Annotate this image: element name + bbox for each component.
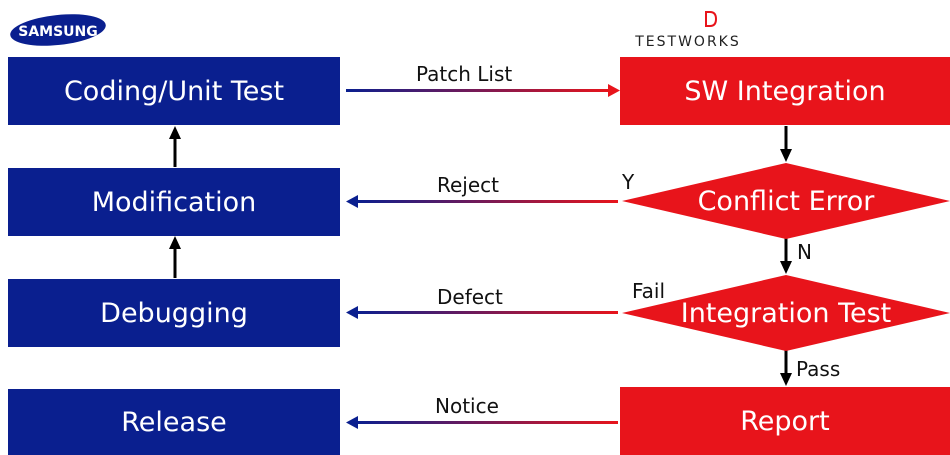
- patch-list-label: Patch List: [416, 62, 513, 86]
- yes-label: Y: [622, 170, 635, 194]
- integration-test-to-report-arrow: [780, 350, 792, 386]
- modification-label: Modification: [91, 186, 257, 218]
- release-label: Release: [121, 406, 227, 438]
- notice-arrow: [346, 416, 618, 429]
- coding-unit-test-label: Coding/Unit Test: [63, 75, 285, 107]
- report-label: Report: [740, 405, 830, 437]
- defect-arrow: [346, 306, 618, 319]
- reject-arrow: [346, 195, 618, 208]
- no-label: N: [797, 240, 812, 264]
- integration-test-diamond: [622, 275, 950, 351]
- coding-unit-test-box: Coding/Unit Test: [8, 57, 340, 125]
- sw-integration-box: SW Integration: [620, 57, 950, 125]
- testworks-logo-text: TESTWORKS: [634, 34, 741, 50]
- testworks-logo: TESTWORKS: [634, 11, 741, 50]
- conflict-to-integration-test-arrow: [780, 238, 792, 274]
- conflict-error-diamond: [622, 163, 950, 239]
- debugging-box: Debugging: [8, 279, 340, 347]
- patch-list-arrow: [346, 84, 620, 97]
- reject-label: Reject: [437, 173, 500, 197]
- integration-test-label: Integration Test: [680, 297, 892, 329]
- modification-to-coding-arrow: [169, 126, 181, 167]
- notice-label: Notice: [435, 394, 499, 418]
- report-box: Report: [620, 387, 950, 455]
- conflict-error-label: Conflict Error: [697, 185, 875, 217]
- samsung-logo-text: SAMSUNG: [18, 24, 98, 40]
- pass-label: Pass: [796, 357, 841, 381]
- fail-label: Fail: [632, 279, 666, 303]
- samsung-logo: SAMSUNG: [10, 14, 106, 46]
- release-box: Release: [8, 389, 340, 455]
- modification-box: Modification: [8, 168, 340, 236]
- sw-integration-to-conflict-arrow: [780, 126, 792, 162]
- sw-integration-label: SW Integration: [684, 75, 886, 107]
- debugging-label: Debugging: [100, 297, 248, 329]
- debugging-to-modification-arrow: [169, 236, 181, 278]
- defect-label: Defect: [437, 285, 503, 309]
